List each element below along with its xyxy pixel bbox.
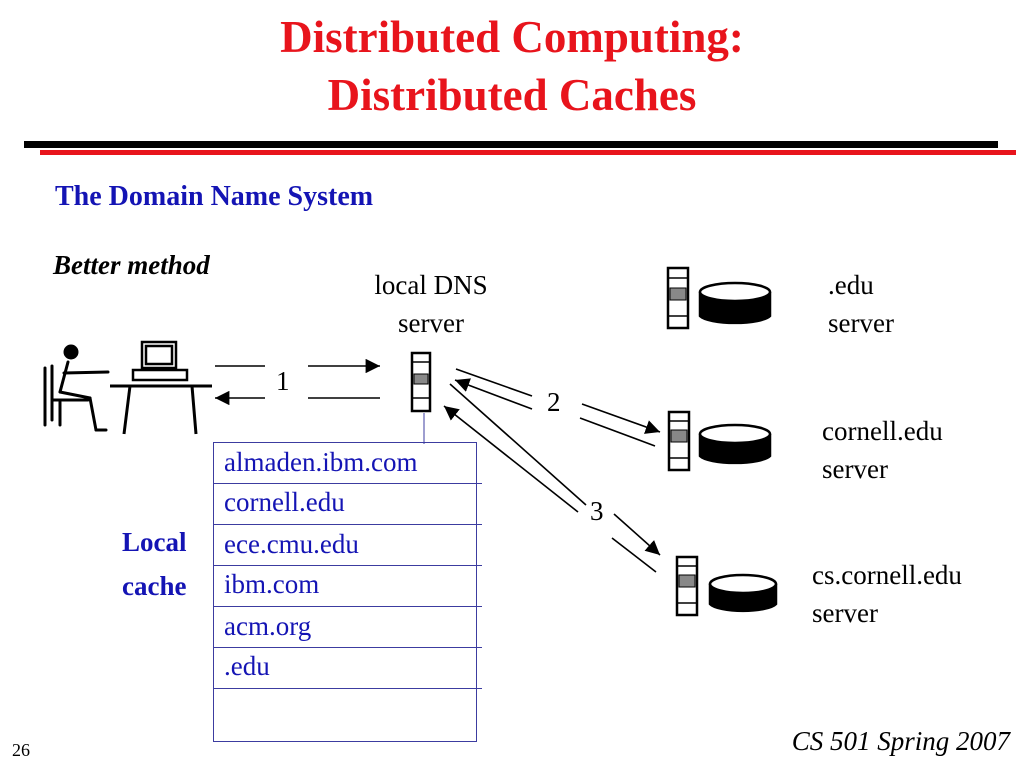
cs-cornell-server-icon [675, 555, 778, 617]
step3-arrow-back [443, 405, 579, 513]
cache-entry: almaden.ibm.com [224, 447, 418, 477]
cache-divider [214, 606, 482, 607]
cornell-server-label-line2: server [822, 454, 888, 484]
cache-entry: ece.cmu.edu [224, 529, 359, 559]
edu-server-label-line2: server [828, 308, 894, 338]
step3-line-a [449, 383, 587, 506]
title-rule-red [40, 150, 1016, 155]
section-heading: The Domain Name System [55, 181, 374, 212]
step3-line-b [611, 537, 657, 573]
edu-server-label-line1: .edu [828, 270, 874, 300]
slide-number: 26 [12, 740, 30, 760]
course-footer: CS 501 Spring 2007 [791, 726, 1010, 756]
cornell-server-icon [667, 410, 772, 472]
local-dns-label-line2: server [398, 308, 464, 338]
cornell-server-label-line1: cornell.edu [822, 416, 943, 446]
cache-entry: ibm.com [224, 569, 320, 599]
cache-divider [214, 688, 482, 689]
step2-line-b [579, 417, 656, 447]
step2-arrow-out [581, 403, 661, 434]
step-2-label: 2 [547, 387, 561, 417]
local-cache-table: almaden.ibm.com cornell.edu ece.cmu.edu … [213, 442, 482, 742]
slide-title: Distributed Computing: Distributed Cache… [0, 8, 1024, 124]
cache-divider [214, 483, 482, 484]
cs-cornell-server-label: cs.cornell.edu server [812, 556, 962, 632]
step2-line-a [455, 368, 533, 397]
title-line-2: Distributed Caches [327, 70, 697, 120]
local-cache-label-line1: Local [122, 527, 187, 557]
step3-arrow-out [613, 513, 661, 556]
cornell-server-label: cornell.edu server [822, 412, 943, 488]
cache-divider [214, 524, 482, 525]
step-1-label: 1 [276, 366, 290, 396]
cache-entry: cornell.edu [224, 487, 345, 517]
step2-arrow-back [454, 378, 533, 410]
local-cache-label: Local cache [122, 520, 187, 608]
cache-divider [214, 647, 482, 648]
local-cache-label-line2: cache [122, 571, 187, 601]
title-line-1: Distributed Computing: [280, 12, 744, 62]
cache-entry: .edu [224, 651, 270, 681]
user-figure-icon [43, 344, 110, 432]
step-3-label: 3 [590, 496, 604, 526]
edu-server-icon [666, 266, 772, 330]
cache-entry: acm.org [224, 611, 312, 641]
local-dns-server-icon [410, 351, 432, 413]
cs-cornell-server-label-line2: server [812, 598, 878, 628]
method-label: Better method [53, 250, 210, 280]
title-rule-black [24, 141, 998, 148]
cache-divider [214, 565, 482, 566]
cs-cornell-server-label-line1: cs.cornell.edu [812, 560, 962, 590]
edu-server-label: .edu server [828, 266, 894, 342]
computer-desk-icon [110, 340, 212, 435]
local-dns-label-line1: local DNS [374, 270, 488, 300]
local-dns-label: local DNS server [360, 266, 502, 342]
